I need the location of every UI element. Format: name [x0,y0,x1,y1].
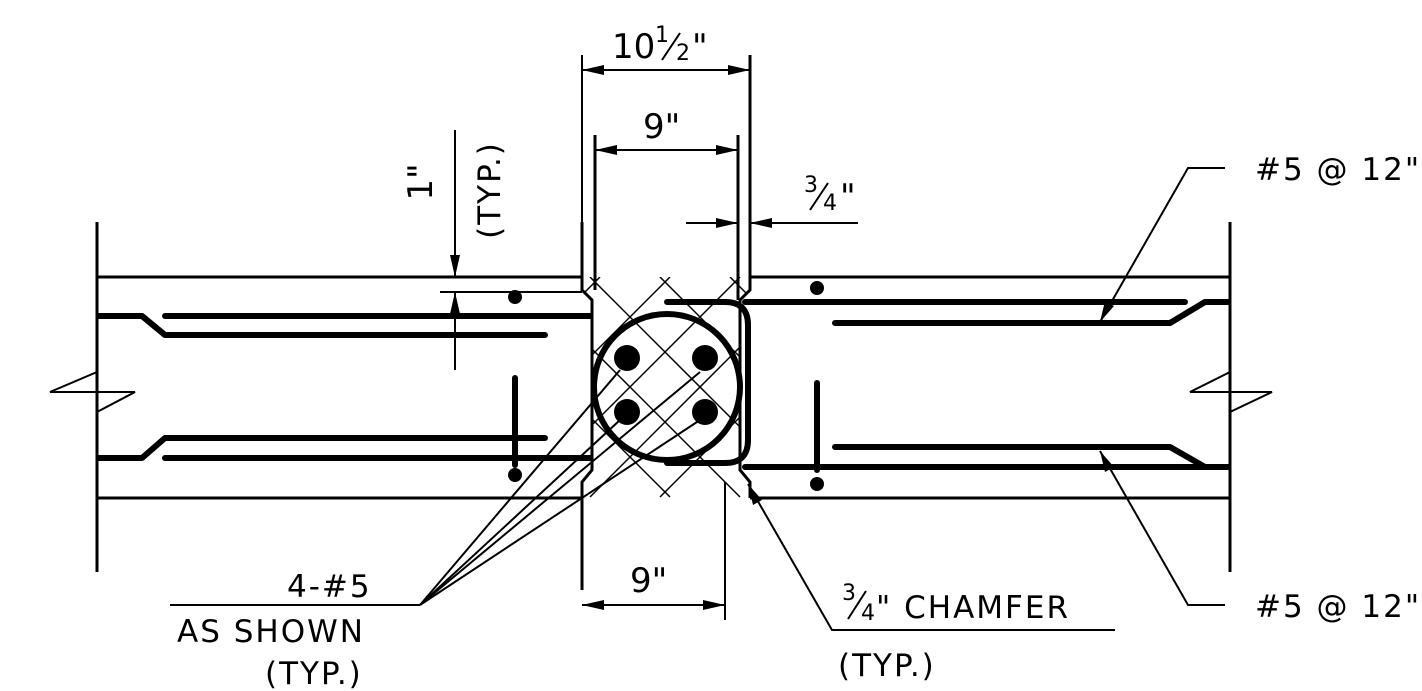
slab-outline [95,222,1232,572]
dim-overall-width: 10 1 2 " [582,23,750,75]
right-slab-rebar [742,281,1231,491]
callout-dowels-line3: (TYP.) [265,656,363,691]
callout-top-right: #5 @ 12" [1099,152,1421,323]
callout-dowels-line2: AS SHOWN [177,614,365,650]
dim-cover: 1" (TYP.) [401,130,582,370]
dim-cover-note: (TYP.) [472,141,508,239]
dim-chamfer-unit: " [840,177,856,217]
dim-top-inner-label: 9" [643,107,680,147]
dim-overall-num: 1 [655,23,669,48]
left-slab-rebar [96,290,593,482]
dowel-bars [614,345,718,425]
dim-overall-unit: " [692,27,708,67]
dim-chamfer-offset: 3 4 " [686,173,858,228]
callout-dowels: 4-#5 AS SHOWN (TYP.) [170,369,701,691]
callout-chamfer: 3 4 " CHAMFER (TYP.) [747,483,1115,684]
callout-chamfer-line2: (TYP.) [838,648,936,684]
callout-bottom-right-label: #5 @ 12" [1255,589,1421,625]
dim-overall-whole: 10 [612,27,655,67]
dim-bottom-inner-label: 9" [630,561,667,601]
callout-chamfer-line1: " CHAMFER [876,590,1070,626]
callout-top-right-label: #5 @ 12" [1255,152,1421,188]
dim-cover-label: 1" [401,163,441,200]
callout-dowels-line1: 4-#5 [287,569,372,605]
left-break-line [49,371,136,413]
callout-bottom-right: #5 @ 12" [1099,450,1421,625]
dim-overall-den: 2 [676,41,690,66]
dim-bottom-inner: 9" [582,561,725,610]
dim-chamfer-num: 3 [804,173,818,198]
callout-chamfer-den: 4 [861,601,875,626]
right-break-line [1189,371,1273,413]
hoop-reinforcement [591,299,751,466]
dim-top-inner: 9" [595,107,738,155]
callout-chamfer-num: 3 [842,581,856,606]
dim-chamfer-den: 4 [823,191,837,216]
